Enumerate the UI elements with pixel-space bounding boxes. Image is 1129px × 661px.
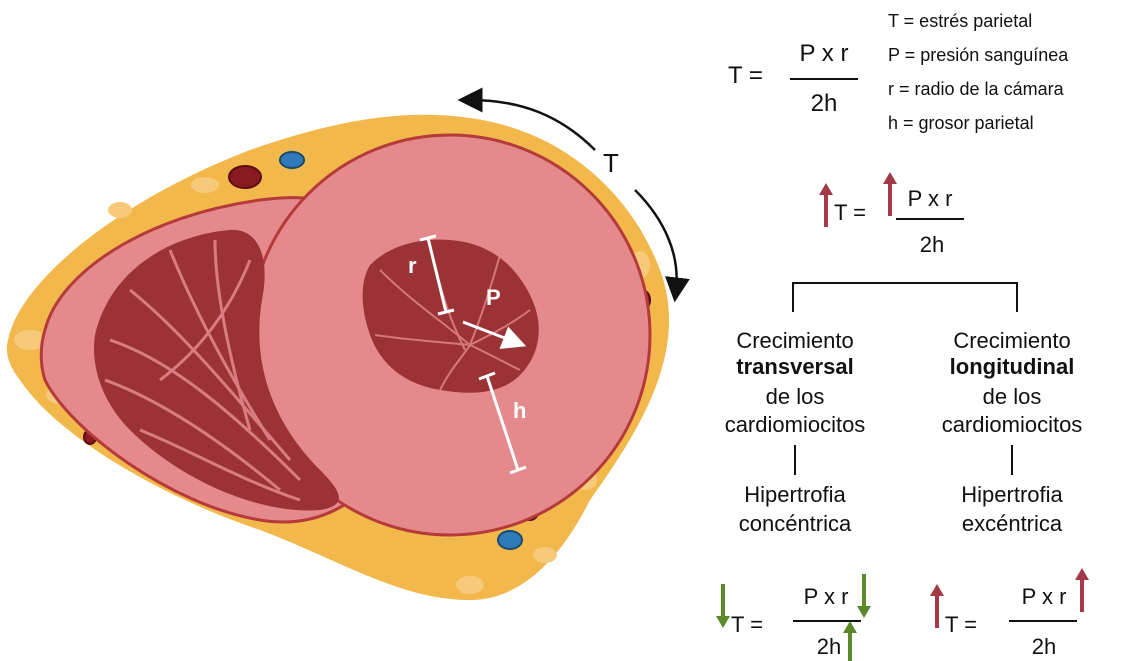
eq-eccentric-fraction-bar (1009, 620, 1077, 622)
eq-main-numerator: P x r (800, 42, 849, 66)
tree-left-drop (792, 282, 794, 312)
left-growth-line2: transversal (736, 356, 853, 378)
eq-main-fraction-bar (790, 78, 858, 80)
right-growth-line1: Crecimiento (953, 330, 1070, 352)
label-pressure: P (486, 285, 501, 310)
tree-right-drop (1016, 282, 1018, 312)
heart-cross-section: T r P h (0, 0, 700, 661)
increase-arrow-icon (930, 584, 944, 628)
left-result-line2: concéntrica (739, 513, 852, 535)
right-growth-line4: cardiomiocitos (942, 414, 1083, 436)
legend-radius: r = radio de la cámara (888, 80, 1064, 98)
eq-concentric-denominator: 2h (817, 636, 841, 658)
eq-main-denominator: 2h (811, 92, 838, 116)
left-growth-line4: cardiomiocitos (725, 414, 866, 436)
decrease-arrow-icon (857, 574, 871, 618)
label-thickness: h (513, 398, 526, 423)
right-branch-connector (1011, 445, 1013, 475)
left-growth-line3: de los (766, 386, 825, 408)
tree-horizontal (792, 282, 1018, 284)
decrease-arrow-icon (716, 584, 730, 628)
label-radius: r (408, 253, 417, 278)
legend-tension: T = estrés parietal (888, 12, 1032, 30)
eq-concentric-lhs: T = (731, 614, 763, 636)
increase-arrow-icon (843, 621, 857, 661)
eq-main-lhs: T = (728, 64, 763, 88)
increase-arrow-icon (819, 183, 833, 227)
right-result-line1: Hipertrofia (961, 484, 1062, 506)
right-growth-line2: longitudinal (950, 356, 1075, 378)
legend-thickness: h = grosor parietal (888, 114, 1034, 132)
legend-pressure: P = presión sanguínea (888, 46, 1068, 64)
eq-increase-denominator: 2h (920, 234, 944, 256)
right-growth-line3: de los (983, 386, 1042, 408)
increase-arrow-icon (883, 172, 897, 216)
eq-increase-fraction-bar (896, 218, 964, 220)
label-tension: T (603, 148, 619, 178)
eq-eccentric-denominator: 2h (1032, 636, 1056, 658)
right-result-line2: excéntrica (962, 513, 1062, 535)
left-result-line1: Hipertrofia (744, 484, 845, 506)
eq-eccentric-lhs: T = (945, 614, 977, 636)
left-growth-line1: Crecimiento (736, 330, 853, 352)
eq-concentric-numerator: P x r (804, 586, 849, 608)
left-branch-connector (794, 445, 796, 475)
eq-eccentric-numerator: P x r (1022, 586, 1067, 608)
eq-increase-numerator: P x r (908, 188, 953, 210)
increase-arrow-icon (1075, 568, 1089, 612)
eq-increase-lhs: T = (834, 202, 866, 224)
